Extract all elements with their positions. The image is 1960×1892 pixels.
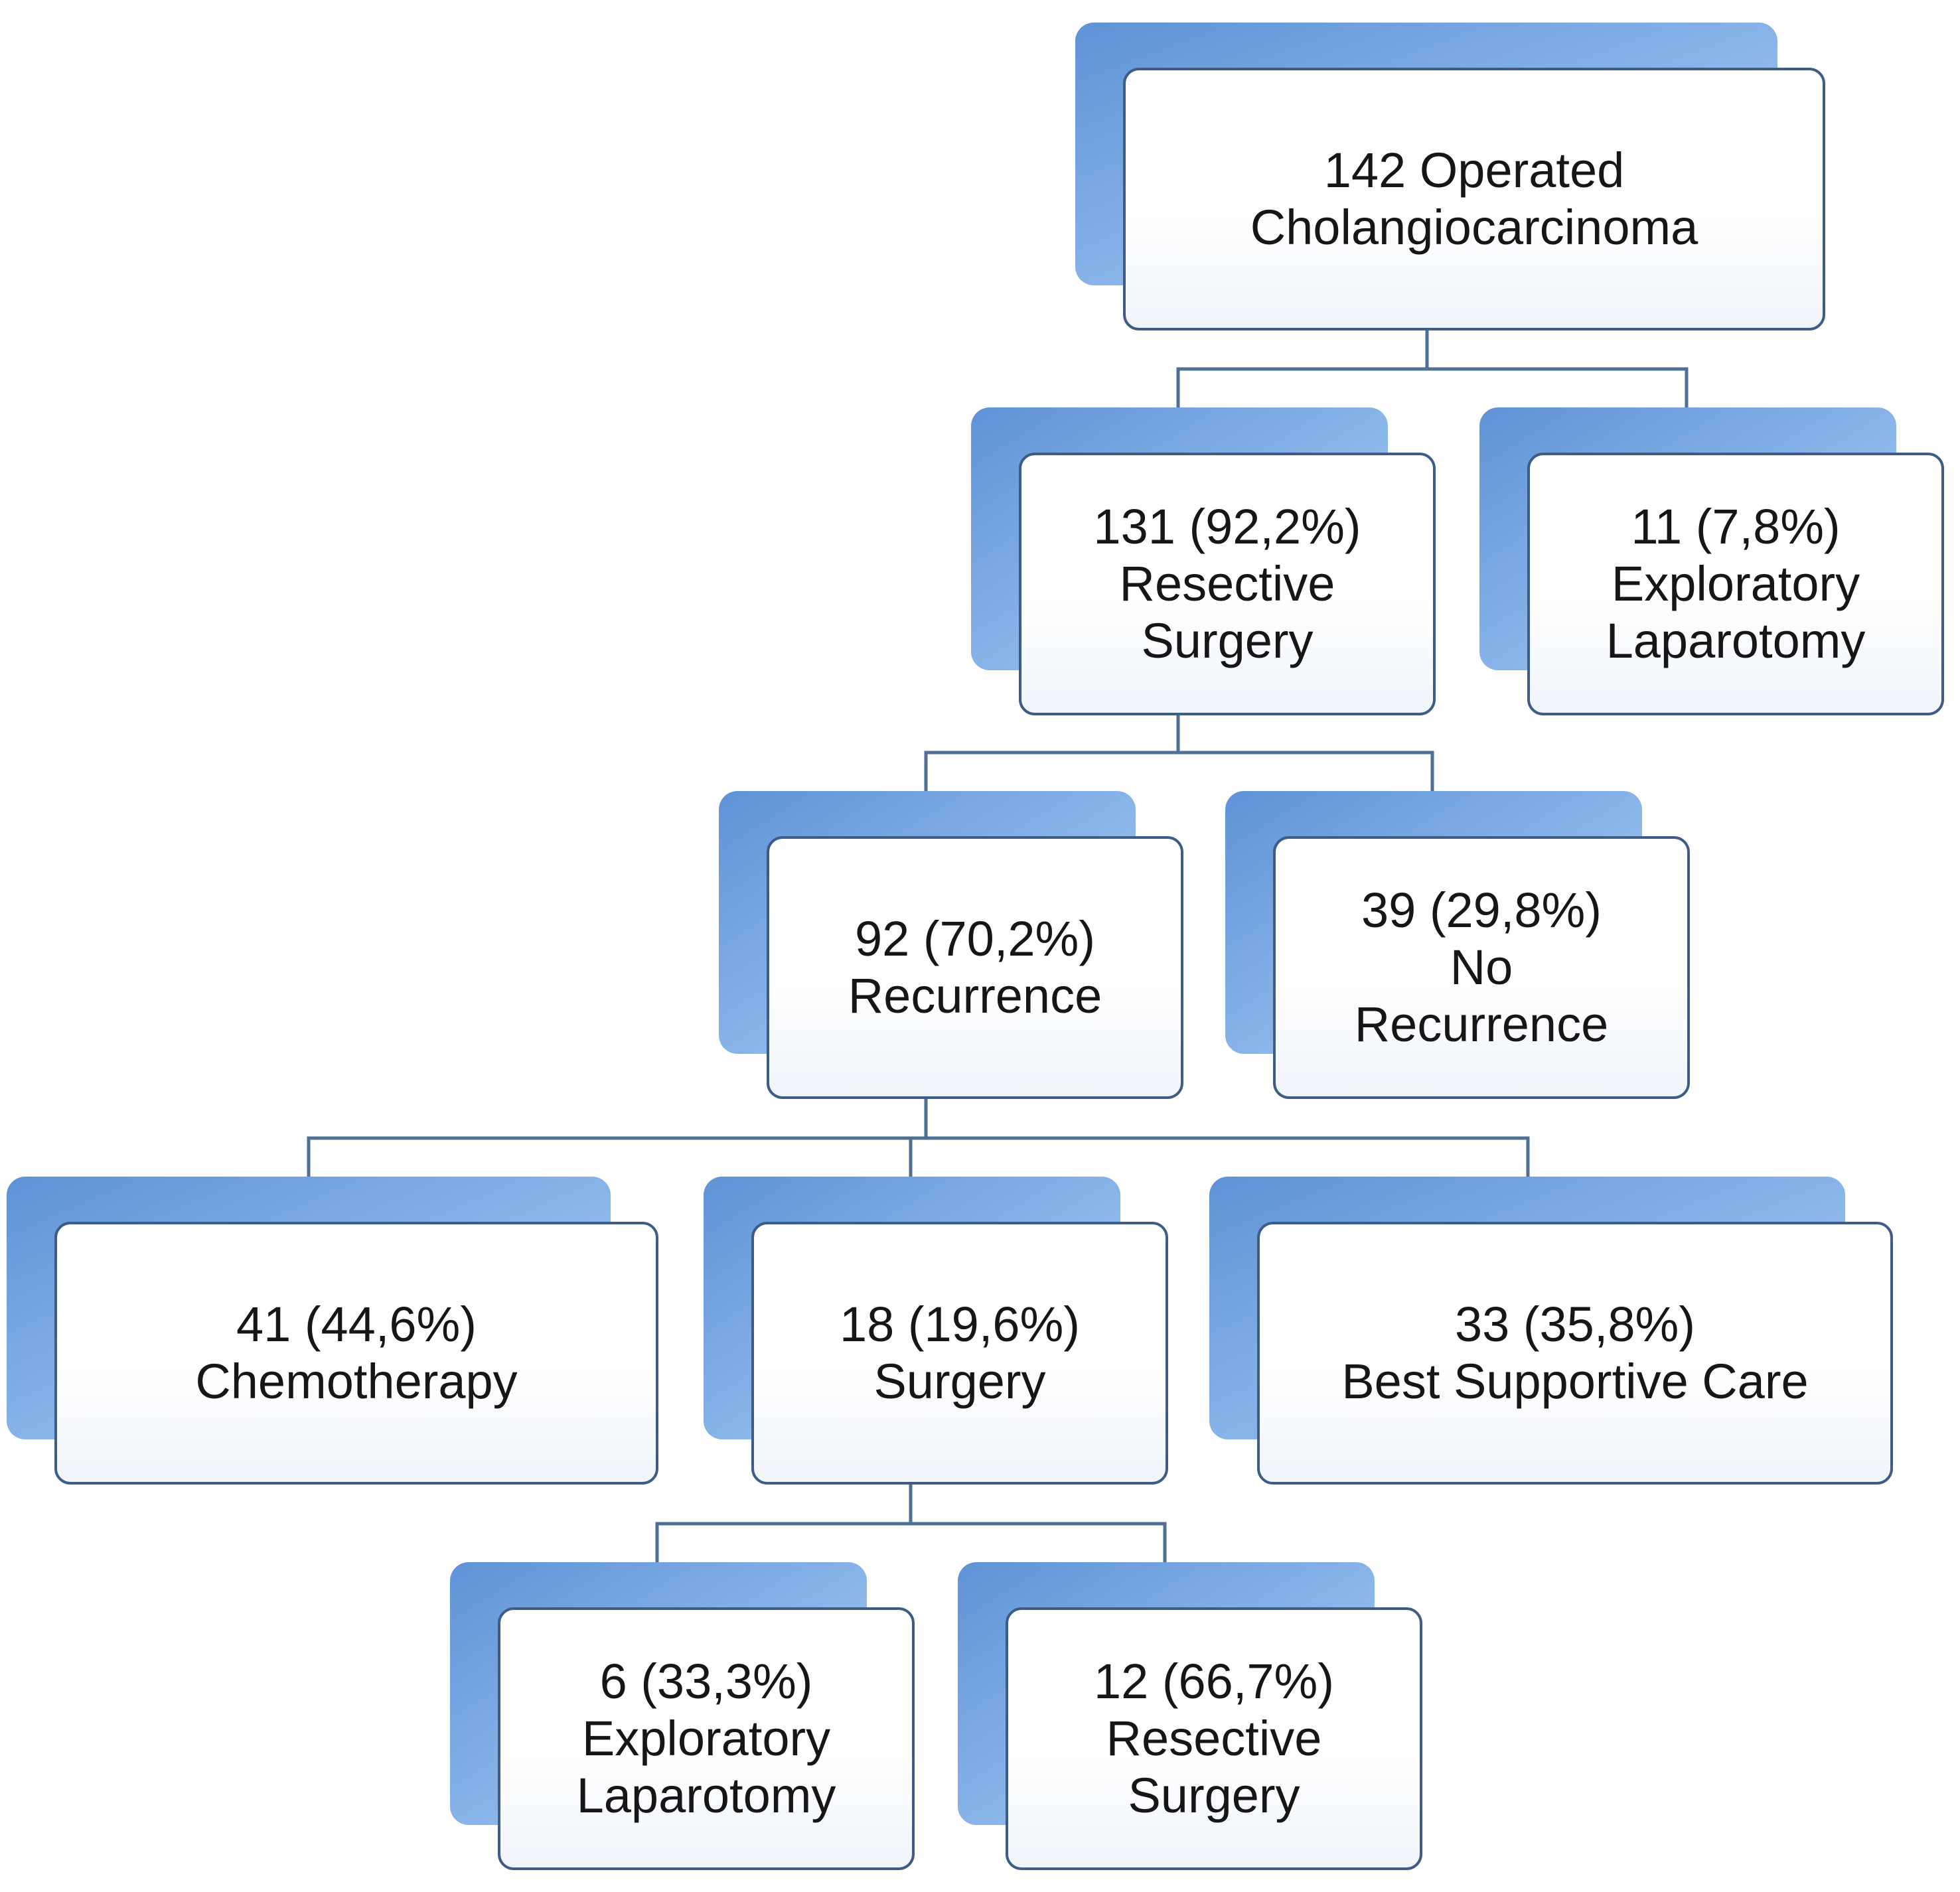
node-text-count: 12 (66,7%) [1094, 1654, 1334, 1709]
node-text-count: 33 (35,8%) [1455, 1297, 1695, 1352]
node-box: 142 Operated Cholangiocarcinoma [1123, 68, 1825, 330]
node-text-label: Exploratory [581, 1711, 831, 1766]
node-box: 92 (70,2%) Recurrence [767, 836, 1183, 1099]
node-box: 12 (66,7%) Resective Surgery [1006, 1607, 1422, 1870]
node-text-label: Surgery [1128, 1768, 1300, 1823]
node-text-count: 142 Operated [1323, 143, 1625, 198]
node-text-count: 39 (29,8%) [1361, 883, 1602, 938]
node-text-label: Resective [1106, 1711, 1322, 1766]
node-text-label: Recurrence [1354, 997, 1609, 1052]
node-text-count: 92 (70,2%) [855, 911, 1095, 966]
node-text-label: Cholangiocarcinoma [1250, 200, 1698, 255]
node-text-count: 131 (92,2%) [1093, 499, 1361, 554]
node-text-count: 11 (7,8%) [1631, 499, 1841, 554]
node-text-count: 18 (19,6%) [840, 1297, 1080, 1352]
node-text-label: Surgery [1141, 613, 1314, 668]
node-box: 18 (19,6%) Surgery [751, 1222, 1168, 1485]
node-box: 39 (29,8%) No Recurrence [1273, 836, 1690, 1099]
node-text-label: Exploratory [1611, 556, 1860, 611]
node-box: 33 (35,8%) Best Supportive Care [1257, 1222, 1893, 1485]
node-text-label: Recurrence [848, 968, 1102, 1023]
node-box: 11 (7,8%) Exploratory Laparotomy [1527, 453, 1944, 715]
node-text-label: Chemotherapy [195, 1354, 518, 1409]
node-box: 6 (33,3%) Exploratory Laparotomy [498, 1607, 915, 1870]
node-box: 41 (44,6%) Chemotherapy [54, 1222, 658, 1485]
node-text-label: Resective [1119, 556, 1335, 611]
node-box: 131 (92,2%) Resective Surgery [1019, 453, 1436, 715]
node-text-label: Laparotomy [1606, 613, 1866, 668]
node-text-label: Laparotomy [576, 1768, 836, 1823]
node-text-label: No [1450, 940, 1513, 995]
node-text-count: 6 (33,3%) [599, 1654, 813, 1709]
node-text-count: 41 (44,6%) [236, 1297, 477, 1352]
node-text-label: Surgery [873, 1354, 1046, 1409]
node-text-label: Best Supportive Care [1341, 1354, 1809, 1409]
